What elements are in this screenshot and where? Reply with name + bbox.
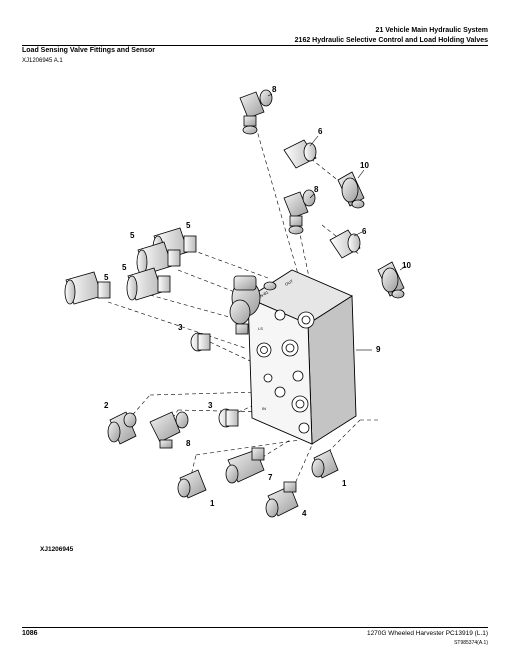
- plug-upper: [283, 139, 317, 169]
- footer-doc-code: ST985374(A.1): [454, 640, 488, 646]
- header-group: 2162 Hydraulic Selective Control and Loa…: [294, 37, 488, 44]
- union-fitting: [107, 411, 137, 445]
- straight-fitting-lower-left: [177, 469, 207, 499]
- header-chapter: 21 Vehicle Main Hydraulic System: [375, 27, 488, 34]
- elbow-fitting-upper: [239, 89, 273, 135]
- callout-5-c: 5: [122, 263, 127, 272]
- section-title: Load Sensing Valve Fittings and Sensor: [22, 47, 156, 54]
- callout-1-left: 1: [210, 499, 215, 508]
- callout-7: 7: [268, 473, 273, 482]
- port-label-out: OUT: [284, 278, 294, 287]
- block-mounted-fittings: [229, 275, 277, 335]
- figure-reference: XJ1206945 A.1: [22, 58, 63, 64]
- elbow-fitting-lower-left: [149, 411, 189, 449]
- callout-2: 2: [104, 401, 109, 410]
- adapter-fitting-lower: [218, 408, 239, 428]
- elbow-fitting-item7: [225, 447, 265, 484]
- straight-fitting-3: [126, 267, 171, 301]
- elbow-fitting-middle: [283, 189, 316, 235]
- figure-id: XJ1206945: [40, 546, 74, 553]
- pressure-sensor-lower: [377, 261, 405, 299]
- adapter-fitting-upper: [190, 332, 211, 352]
- callout-8-upper: 8: [272, 85, 277, 94]
- straight-fitting-lower-right: [311, 449, 339, 479]
- port-label-ls: LS: [258, 326, 263, 331]
- callout-10-upper: 10: [360, 161, 369, 170]
- callout-8-middle: 8: [314, 185, 319, 194]
- block-port-labels: IN-B1 OUT LS IN: [258, 278, 294, 411]
- pressure-sensor-upper: [337, 171, 365, 209]
- footer-machine: 1270G Wheeled Harvester PC13919 (L.1): [366, 630, 488, 637]
- plug-lower: [329, 229, 361, 259]
- callout-3-lower: 3: [208, 401, 213, 410]
- callout-leaders: [267, 93, 407, 351]
- callout-5-a: 5: [186, 221, 191, 230]
- callout-6-lower: 6: [362, 227, 367, 236]
- port-label-in-b1: IN-B1: [258, 289, 270, 299]
- straight-fitting-4: [64, 271, 111, 305]
- elbow-fitting-item4: [265, 481, 299, 518]
- callout-10-lower: 10: [402, 261, 411, 270]
- straight-fitting-2: [136, 241, 181, 275]
- callout-5-d: 5: [104, 273, 109, 282]
- port-label-in: IN: [262, 406, 266, 411]
- callout-4: 4: [302, 509, 307, 518]
- callout-3-upper: 3: [178, 323, 183, 332]
- callout-9: 9: [376, 345, 381, 354]
- callout-8-lower: 8: [186, 439, 191, 448]
- callout-1-right: 1: [342, 479, 347, 488]
- callout-5-b: 5: [130, 231, 135, 240]
- page-number: 1086: [22, 630, 38, 637]
- footer-rule: [22, 627, 488, 628]
- header-rule: [22, 45, 488, 46]
- callout-6-upper: 6: [318, 127, 323, 136]
